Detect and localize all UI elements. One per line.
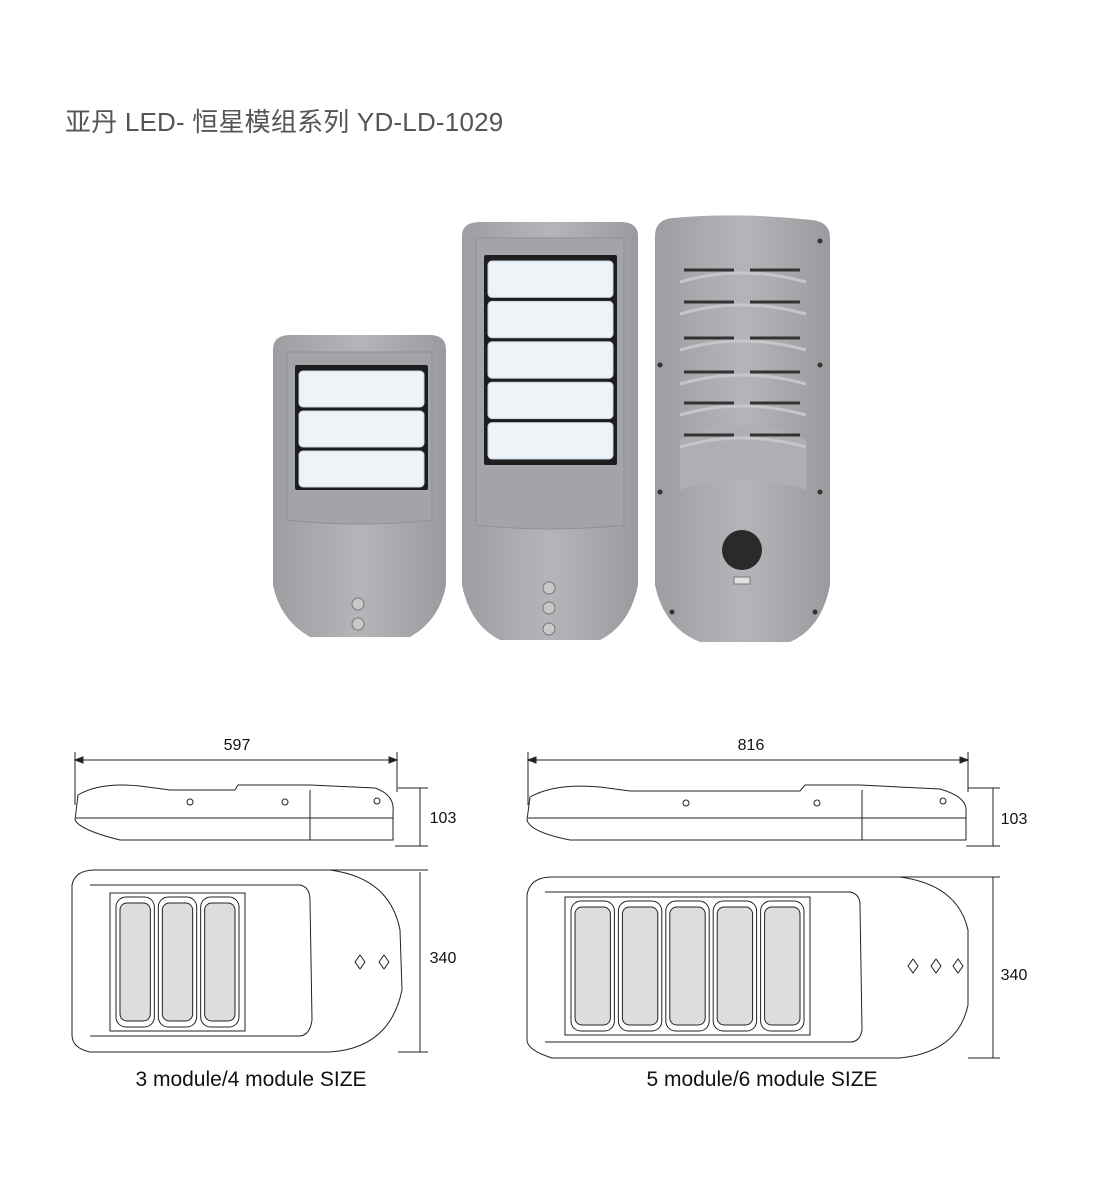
led-module-outline	[200, 896, 240, 1028]
drawing-5-module	[526, 752, 1000, 1059]
led-module	[298, 450, 425, 488]
led-array	[119, 902, 151, 1022]
width-dimension-2: 340	[1000, 967, 1028, 984]
vent-ridge	[679, 271, 807, 284]
width-dimension-1: 340	[429, 950, 457, 967]
page-title: 亚丹 LED- 恒星模组系列 YD-LD-1029	[65, 107, 504, 137]
led-module	[487, 260, 614, 298]
vent-ridge	[679, 303, 807, 316]
led-module	[487, 381, 614, 420]
led-module	[487, 422, 614, 460]
led-module-outline	[570, 900, 615, 1032]
lamp-photo-rear	[655, 215, 830, 642]
lamp-photo-5-module	[462, 222, 638, 640]
led-module	[487, 300, 614, 339]
led-array	[574, 906, 611, 1026]
led-module-outline	[115, 896, 155, 1028]
vent-ridge	[679, 339, 807, 352]
drawing-3-module	[71, 752, 428, 1053]
led-array	[204, 902, 236, 1022]
led-array	[621, 906, 659, 1026]
caption-3-module: 3 module/4 module SIZE	[135, 1068, 367, 1091]
led-array	[716, 906, 754, 1026]
height-dimension-2: 103	[1000, 811, 1028, 828]
height-dimension-1: 103	[429, 810, 457, 827]
lamp-photo-3-module	[273, 335, 446, 637]
vent-ridge	[679, 373, 807, 386]
led-module	[298, 410, 425, 448]
led-module-outline	[760, 900, 805, 1032]
vent-ridge	[679, 404, 807, 417]
led-module-outline	[712, 900, 758, 1032]
led-module	[487, 341, 614, 379]
led-module-outline	[157, 896, 198, 1028]
length-dimension-1: 597	[223, 737, 251, 754]
caption-5-module: 5 module/6 module SIZE	[646, 1068, 878, 1091]
led-array	[161, 902, 194, 1022]
led-module-outline	[665, 900, 710, 1032]
led-module	[298, 370, 425, 408]
vent-ridge	[679, 436, 807, 449]
led-array	[669, 906, 706, 1026]
led-array	[764, 906, 801, 1026]
length-dimension-2: 816	[737, 737, 765, 754]
led-module-outline	[617, 900, 663, 1032]
